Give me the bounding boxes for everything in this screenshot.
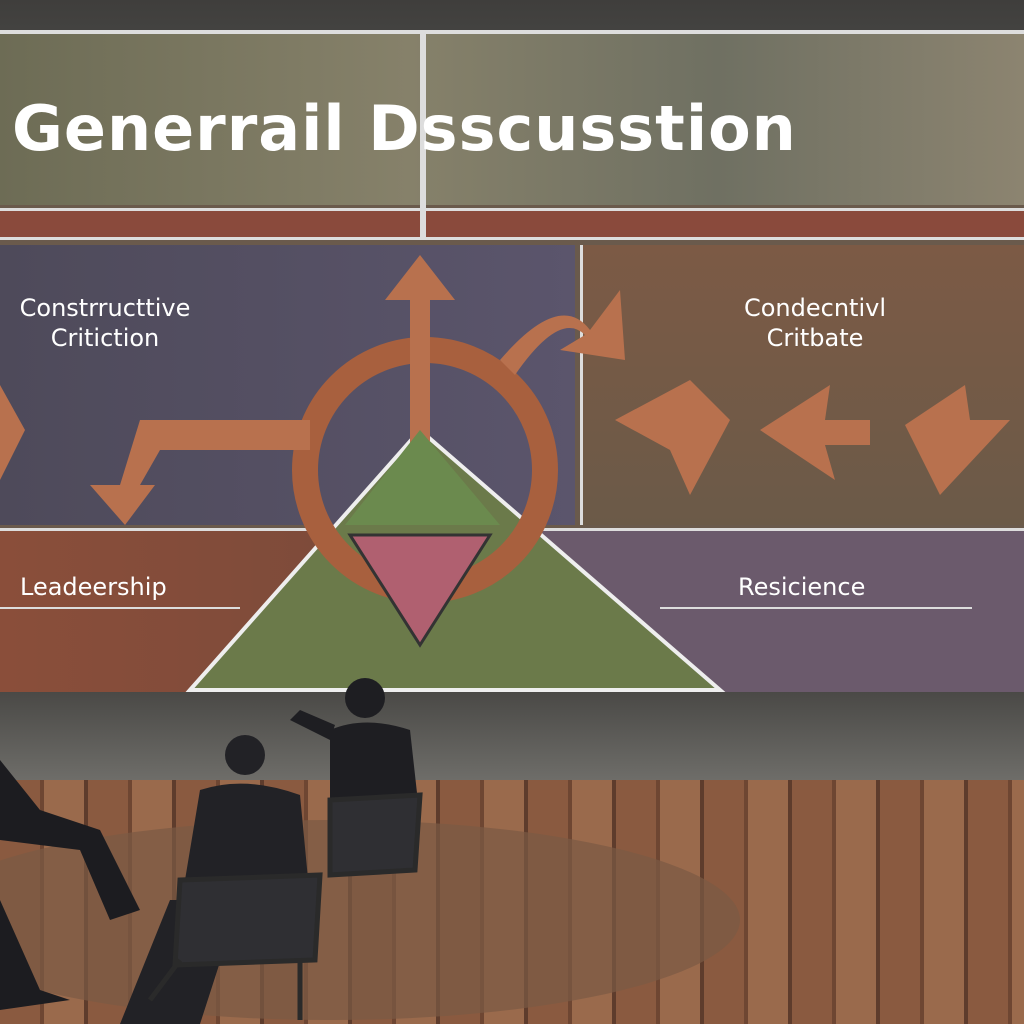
divider [420, 30, 426, 240]
arrow-down-left-icon [905, 385, 1010, 495]
underline [0, 607, 240, 609]
arrow-left-icon [760, 385, 870, 480]
label-line: Constrructtive [19, 294, 191, 322]
label-resilience: Resicience [738, 573, 866, 601]
label-line: Critiction [50, 324, 160, 352]
label-line: Condecntivl [743, 294, 886, 322]
arrow-curve-icon [500, 290, 625, 375]
label-leadership: Leadeership [20, 573, 167, 601]
pink-chevron-icon [347, 533, 493, 648]
arrow-up-icon [385, 255, 455, 470]
person-left [0, 760, 140, 1010]
board-title: Generrail Dsscusstion [12, 92, 797, 165]
arrow-left-icon [0, 385, 25, 480]
label-constructive: Constrructtive Critiction [5, 293, 205, 353]
title-band [0, 30, 1024, 205]
chair [148, 792, 423, 1020]
panel-top-left [0, 245, 575, 525]
label-condecntivl: Condecntivl Critbate [720, 293, 910, 353]
red-stripe [0, 208, 1024, 240]
green-arrow-icon [345, 430, 500, 525]
arrow-left-bent-icon [90, 420, 310, 525]
arrow-down-right-icon [615, 380, 730, 495]
concrete-ledge [0, 692, 1024, 780]
label-line: Critbate [766, 324, 864, 352]
underline [660, 607, 972, 609]
